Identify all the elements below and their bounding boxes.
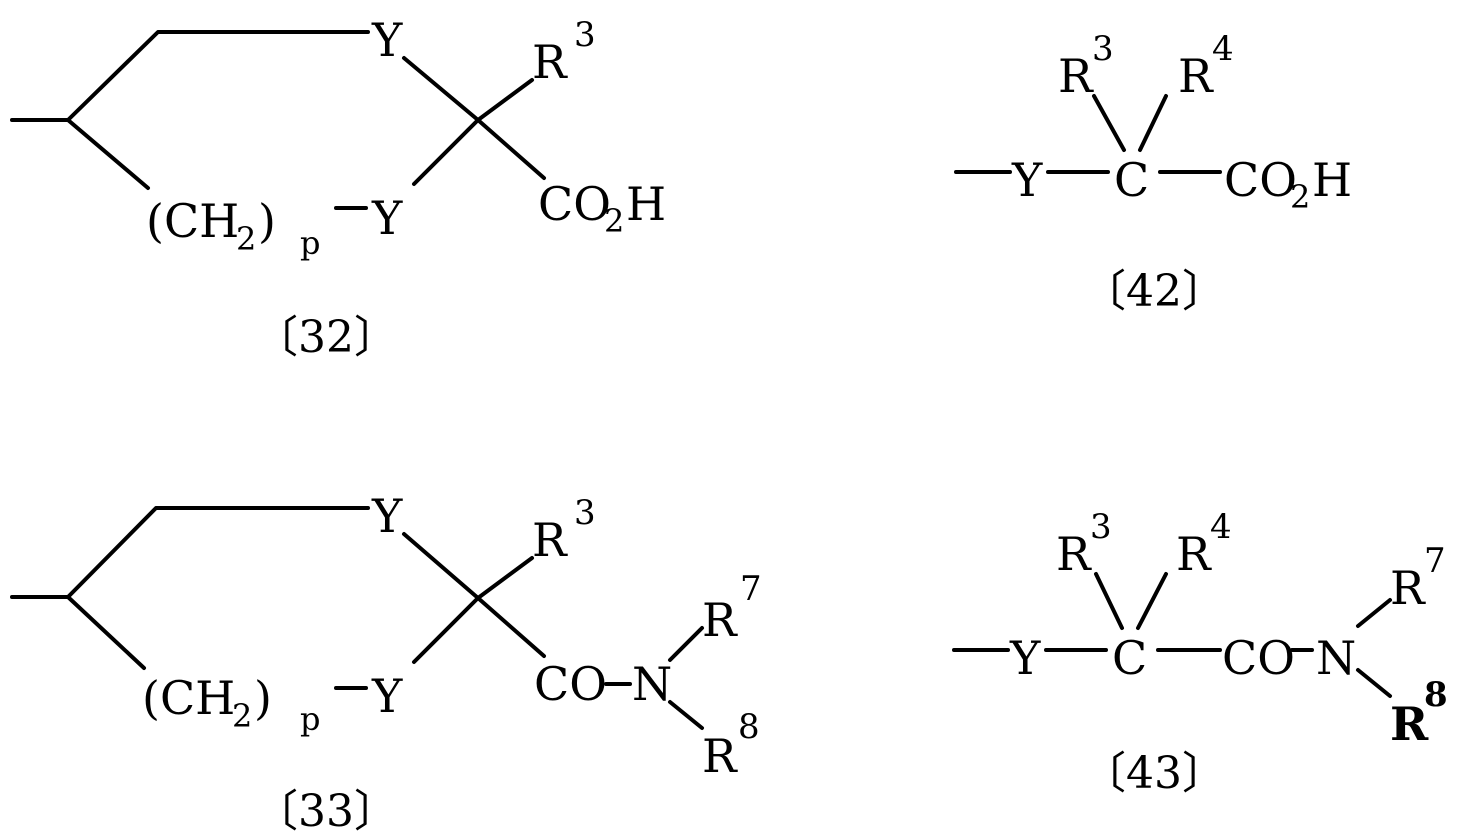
compound-32-co: CO: [538, 177, 611, 231]
compound-32-p: p: [300, 224, 320, 262]
compound-42-r3-letter: R: [1058, 49, 1094, 103]
compound-42-r3-superscript: 3: [1092, 29, 1114, 69]
compound-43-y: Y: [1009, 631, 1041, 685]
compound-42-r4-letter: R: [1178, 49, 1214, 103]
compound-33-n: N: [632, 657, 672, 711]
compound-43-co: CO: [1222, 631, 1295, 685]
compound-32-ch2-close: ): [258, 194, 276, 248]
compound-42-co: CO: [1224, 153, 1297, 207]
compound-43-r8-superscript: 8: [1424, 675, 1448, 715]
compound-43-r3-letter: R: [1056, 527, 1092, 581]
compound-32: Y R 3 (CH 2 ) p Y CO 2 H 〔32〕: [12, 13, 666, 363]
compound-32-ch2-subscript: 2: [236, 220, 256, 258]
compound-42-co2-subscript: 2: [1290, 178, 1310, 216]
compound-33-r3-superscript: 3: [574, 493, 596, 533]
compound-42-y: Y: [1011, 153, 1043, 207]
compound-43-n: N: [1316, 631, 1356, 685]
compound-32-number: 〔32〕: [254, 312, 398, 363]
compound-33-r7-superscript: 7: [740, 569, 762, 609]
compound-43-r7-letter: R: [1390, 561, 1426, 615]
compound-42-c: C: [1114, 153, 1149, 207]
compound-32-y-top: Y: [371, 13, 403, 67]
compound-42: Y R 3 R 4 C CO 2 H 〔42〕: [956, 29, 1352, 317]
compound-33-ch2-subscript: 2: [232, 697, 252, 735]
compound-33-y-top: Y: [371, 489, 403, 543]
compound-43-r3-superscript: 3: [1090, 507, 1112, 547]
compound-32-r3-superscript: 3: [574, 15, 596, 55]
compound-33-r3-letter: R: [532, 513, 568, 567]
compound-32-ch2-open: (CH: [146, 194, 239, 248]
compound-33-p: p: [300, 700, 320, 738]
compound-33-ch2-open: (CH: [142, 671, 235, 725]
compound-43-r4-superscript: 4: [1210, 507, 1232, 547]
compound-42-h: H: [1312, 153, 1352, 207]
compound-33-r8-superscript: 8: [738, 707, 760, 747]
compound-33-y-bottom: Y: [371, 669, 403, 723]
compound-33-r8-letter: R: [702, 729, 738, 783]
compound-43-number: 〔43〕: [1082, 748, 1226, 799]
compound-33: Y R 3 (CH 2 ) p Y CO N R 7 R 8 〔33〕: [12, 489, 762, 837]
compound-33-ch2-close: ): [254, 671, 272, 725]
compound-43-c: C: [1112, 631, 1147, 685]
compound-32-bonds: [12, 32, 544, 208]
compound-43-r4-letter: R: [1176, 527, 1212, 581]
compound-42-number: 〔42〕: [1082, 266, 1226, 317]
compound-32-y-bottom: Y: [371, 191, 403, 245]
compound-33-number: 〔33〕: [254, 786, 398, 837]
compound-32-co2-subscript: 2: [604, 202, 624, 240]
compound-33-r7-letter: R: [702, 593, 738, 647]
compound-43-r7-superscript: 7: [1424, 541, 1446, 581]
compound-33-co: CO: [534, 657, 607, 711]
compound-32-r3-letter: R: [532, 35, 568, 89]
compound-42-r4-superscript: 4: [1212, 29, 1234, 69]
compound-42-bonds: [956, 96, 1220, 172]
compound-32-h: H: [626, 177, 666, 231]
compound-43: Y R 3 R 4 C CO N R 7 R 8 〔43〕: [954, 507, 1448, 799]
